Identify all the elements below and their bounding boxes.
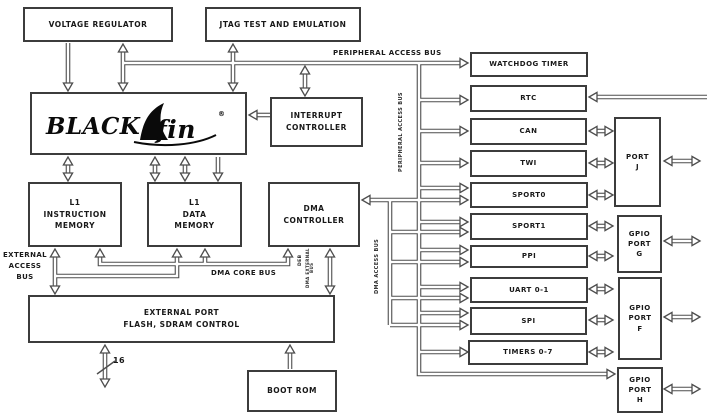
logo-black-text: BLACK bbox=[45, 113, 141, 140]
bus-width-label: 16 bbox=[113, 356, 125, 365]
block-l1-instruction-memory: L1 INSTRUCTION MEMORY bbox=[28, 182, 122, 247]
block-gpio-port-g: GPIO PORT G bbox=[617, 215, 662, 273]
bus-label-peripheral-access: PERIPHERAL ACCESS BUS bbox=[333, 49, 442, 57]
block-boot-rom: BOOT ROM bbox=[247, 370, 337, 412]
block-uart: UART 0-1 bbox=[470, 277, 588, 303]
block-rtc: RTC bbox=[470, 85, 587, 112]
bus-label-external-access: EXTERNAL ACCESS BUS bbox=[2, 251, 48, 282]
block-l1-data-memory: L1 DATA MEMORY bbox=[147, 182, 242, 247]
block-dma-controller: DMA CONTROLLER bbox=[268, 182, 360, 247]
block-twi: TWI bbox=[470, 150, 587, 177]
block-gpio-port-h: GPIO PORT H bbox=[617, 367, 663, 413]
block-voltage-regulator: VOLTAGE REGULATOR bbox=[23, 7, 173, 42]
block-port-j: PORT J bbox=[614, 117, 661, 207]
block-spi: SPI bbox=[470, 307, 587, 335]
block-sport0: SPORT0 bbox=[470, 182, 588, 208]
logo-fin-text: fin bbox=[154, 115, 196, 144]
block-gpio-port-f: GPIO PORT F bbox=[618, 277, 662, 360]
fin-icon bbox=[139, 102, 168, 140]
bus-label-dma-external: DMA EXTERNAL BUS bbox=[305, 248, 314, 288]
block-timers: TIMERS 0-7 bbox=[468, 340, 588, 365]
block-blackfin-core: BLACK fin ® bbox=[30, 92, 247, 155]
block-sport1: SPORT1 bbox=[470, 213, 588, 240]
bus-label-dma-access: DMA ACCESS BUS bbox=[374, 238, 380, 294]
block-interrupt-controller: INTERRUPT CONTROLLER bbox=[270, 97, 363, 147]
bus-label-peripheral-access-vertical: PERIPHERAL ACCESS BUS bbox=[398, 92, 404, 172]
block-jtag-test-emulation: JTAG TEST AND EMULATION bbox=[205, 7, 361, 42]
block-external-port: EXTERNAL PORT FLASH, SDRAM CONTROL bbox=[28, 295, 335, 343]
bus-label-dma-core: DMA CORE BUS bbox=[211, 269, 277, 277]
block-ppi: PPI bbox=[470, 245, 588, 268]
blackfin-logo: BLACK fin ® bbox=[45, 102, 226, 146]
bus-label-deb: DEB bbox=[298, 254, 303, 266]
block-watchdog-timer: WATCHDOG TIMER bbox=[470, 52, 588, 77]
registered-mark: ® bbox=[218, 110, 226, 118]
logo-swoosh bbox=[133, 133, 216, 146]
block-can: CAN bbox=[470, 118, 587, 145]
